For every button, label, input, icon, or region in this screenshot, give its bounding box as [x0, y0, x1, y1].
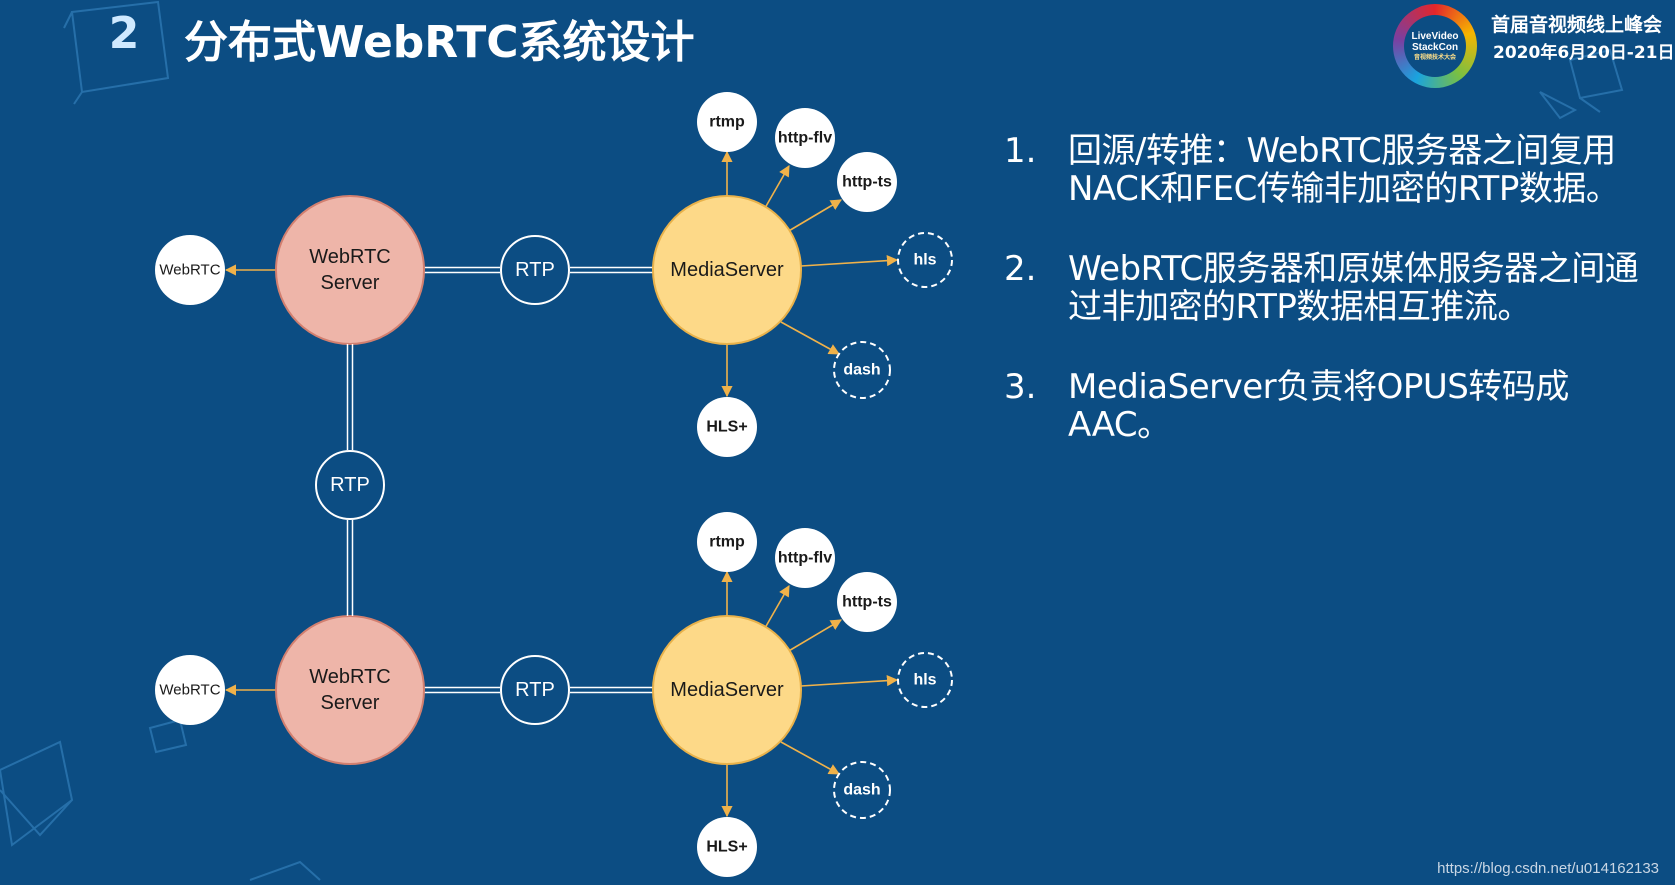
- conference-name: 首届音视频线上峰会: [1491, 14, 1663, 36]
- output-node-dash: [833, 761, 891, 819]
- webrtc-server-label-line1: WebRTC: [309, 666, 391, 688]
- point-number: 1.: [1004, 131, 1037, 171]
- page-title: 分布式WebRTC系统设计: [184, 17, 695, 68]
- output-arrow-http-flv: [764, 165, 790, 209]
- output-node-http-ts: [837, 572, 897, 632]
- rtp-label: RTP: [515, 259, 555, 281]
- points-list: 1. 回源/转推：WebRTC服务器之间复用NACK和FEC传输非加密的RTP数…: [1000, 132, 1640, 486]
- rtp-label: RTP: [515, 679, 555, 701]
- media-server-node: [652, 195, 802, 345]
- rtp-link-right: [570, 686, 654, 694]
- output-node-hls: [897, 652, 953, 708]
- point-1: 1. 回源/转推：WebRTC服务器之间复用NACK和FEC传输非加密的RTP数…: [1000, 132, 1640, 208]
- output-label-hls: hls: [913, 672, 936, 689]
- output-node-HLS+: [697, 817, 757, 877]
- output-arrow-http-ts: [786, 619, 842, 653]
- media-server-node: [652, 615, 802, 765]
- webrtc-client-node: [155, 655, 225, 725]
- webrtc-server-node: [275, 195, 425, 345]
- point-3: 3. MediaServer负责将OPUS转码成AAC。: [1000, 368, 1640, 444]
- output-node-http-flv: [775, 528, 835, 588]
- output-arrow-hls: [800, 255, 899, 267]
- webrtc-client-label: WebRTC: [159, 682, 220, 699]
- output-arrow-http-flv: [764, 585, 790, 629]
- output-arrow-dash: [780, 321, 840, 355]
- rtp-node: [500, 235, 570, 305]
- output-label-rtmp: rtmp: [709, 114, 745, 131]
- webrtc-server-label-line2: Server: [321, 692, 380, 714]
- vertical-rtp-label: RTP: [330, 474, 370, 496]
- source-watermark: https://blog.csdn.net/u014162133: [1437, 860, 1659, 877]
- point-number: 2.: [1004, 249, 1037, 289]
- output-label-hls: hls: [913, 252, 936, 269]
- output-node-hls: [897, 232, 953, 288]
- output-label-http-flv: http-flv: [778, 130, 832, 147]
- output-node-rtmp: [697, 512, 757, 572]
- output-label-http-flv: http-flv: [778, 550, 832, 567]
- point-number: 3.: [1004, 367, 1037, 407]
- output-label-HLS+: HLS+: [706, 839, 747, 856]
- webrtc-client-node: [155, 235, 225, 305]
- logo-line-1: LiveVideo: [1411, 31, 1459, 42]
- rtp-link-left: [424, 266, 500, 274]
- logo-line-3: 音视频技术大会: [1413, 55, 1456, 61]
- rtp-link-right: [570, 266, 654, 274]
- media-server-label: MediaServer: [670, 259, 784, 281]
- output-label-HLS+: HLS+: [706, 419, 747, 436]
- webrtc-server-node: [275, 615, 425, 765]
- vertical-rtp-link-bottom: [346, 520, 354, 616]
- output-node-rtmp: [697, 92, 757, 152]
- output-label-dash: dash: [843, 782, 880, 799]
- webrtc-server-label-line1: WebRTC: [309, 246, 391, 268]
- webrtc-server-label-line2: Server: [321, 272, 380, 294]
- output-arrow-dash: [780, 741, 840, 775]
- vertical-rtp-node: [315, 450, 385, 520]
- logo-line-2: StackCon: [1411, 42, 1459, 53]
- output-arrow-hls: [800, 675, 899, 687]
- output-node-http-ts: [837, 152, 897, 212]
- conference-date: 2020年6月20日-21日: [1493, 43, 1675, 63]
- media-server-label: MediaServer: [670, 679, 784, 701]
- output-arrow-http-ts: [786, 199, 842, 233]
- rtp-link-left: [424, 686, 500, 694]
- output-label-http-ts: http-ts: [842, 594, 892, 611]
- rtp-node: [500, 655, 570, 725]
- point-2: 2. WebRTC服务器和原媒体服务器之间通过非加密的RTP数据相互推流。: [1000, 250, 1640, 326]
- conference-logo: LiveVideo StackCon 音视频技术大会: [1393, 4, 1477, 88]
- section-number: 2: [108, 8, 140, 59]
- vertical-rtp-link-top: [346, 344, 354, 450]
- point-text: WebRTC服务器和原媒体服务器之间通过非加密的RTP数据相互推流。: [1068, 249, 1639, 327]
- output-label-dash: dash: [843, 362, 880, 379]
- output-label-http-ts: http-ts: [842, 174, 892, 191]
- output-node-HLS+: [697, 397, 757, 457]
- point-text: 回源/转推：WebRTC服务器之间复用NACK和FEC传输非加密的RTP数据。: [1068, 131, 1620, 209]
- output-node-dash: [833, 341, 891, 399]
- webrtc-client-label: WebRTC: [159, 262, 220, 279]
- output-label-rtmp: rtmp: [709, 534, 745, 551]
- point-text: MediaServer负责将OPUS转码成AAC。: [1068, 367, 1569, 445]
- output-node-http-flv: [775, 108, 835, 168]
